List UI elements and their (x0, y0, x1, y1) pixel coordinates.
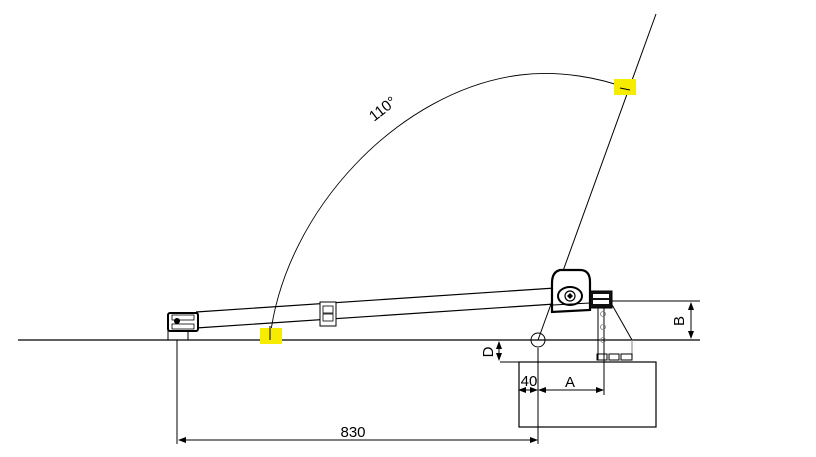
highlight-marker-closed (260, 328, 282, 344)
dimension-a-label: A (565, 374, 575, 391)
motor-head (550, 268, 613, 314)
dimension-d-label: D (480, 346, 497, 357)
highlight-marker-open (614, 79, 636, 95)
dimension-b-label: B (671, 316, 688, 326)
dimension-b: B (612, 300, 700, 339)
dimension-830: 830 (178, 424, 538, 443)
dimension-830-label: 830 (340, 424, 365, 441)
dimension-d: D (480, 341, 519, 363)
pillar-block (518, 348, 657, 444)
gate-bracket (167, 312, 199, 444)
actuator-arm (195, 287, 556, 329)
dimension-40-label: 40 (521, 373, 538, 390)
post-bracket (596, 302, 633, 395)
dimension-40-a: 40 A (518, 373, 604, 393)
angle-label: 110° (366, 93, 400, 125)
